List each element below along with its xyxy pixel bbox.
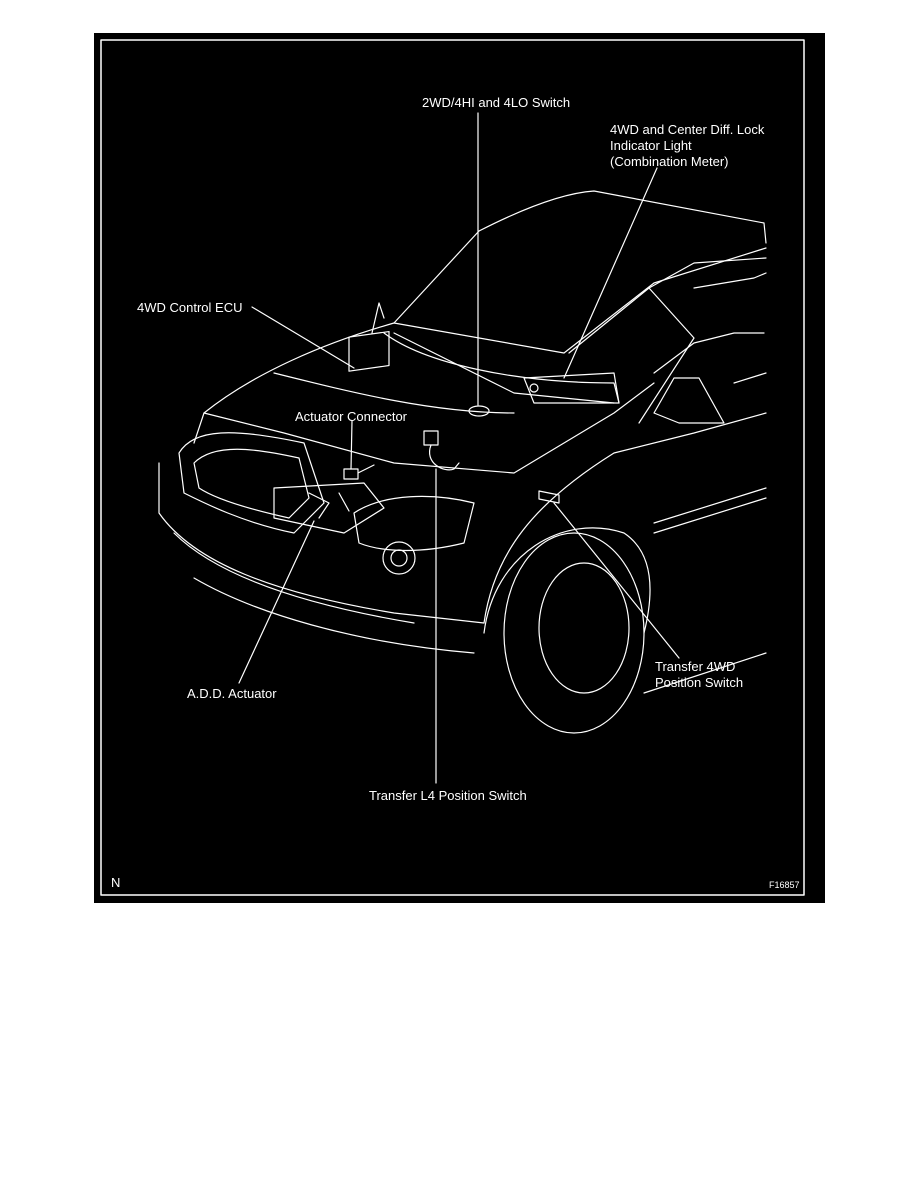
hood-outline [193, 322, 395, 444]
vehicle-illustration [100, 39, 805, 896]
mirror [371, 302, 385, 334]
indicator-light-housing [523, 372, 620, 404]
wheel-arch [483, 527, 651, 634]
door-line [733, 372, 767, 384]
fog-lamp [382, 541, 416, 575]
indicator-light [529, 383, 539, 393]
windshield-inner [568, 257, 767, 354]
bumper-valance [193, 577, 475, 654]
front-tire [503, 532, 645, 734]
leader-ecu [251, 306, 355, 369]
label-actuator-connector: Actuator Connector [295, 409, 408, 424]
fog-lamp-inner [390, 549, 408, 567]
grille-outer [178, 432, 325, 534]
switch-knob [468, 405, 490, 417]
grille-inner [193, 448, 310, 519]
actuator-connector [343, 468, 359, 480]
add-actuator-detail [308, 492, 350, 519]
leader-4wd [553, 502, 680, 659]
corner-mark: N [111, 875, 121, 890]
l4-harness [428, 444, 460, 471]
side-window [653, 272, 767, 374]
vehicle-roof [478, 190, 767, 244]
leader-connector [350, 420, 353, 470]
side-window-2 [653, 377, 725, 424]
add-actuator-body [273, 482, 385, 534]
label-add-actuator: A.D.D. Actuator [187, 686, 277, 701]
cowl [393, 332, 615, 404]
diagram-figure: 2WD/4HI and 4LO Switch 4WD and Center Di… [94, 33, 825, 903]
label-transfer-l4-position-switch: Transfer L4 Position Switch [369, 788, 527, 803]
front-rim [538, 562, 630, 694]
hood-rear-edge [383, 332, 620, 404]
front-fender [483, 412, 767, 624]
leader-indicator [563, 167, 658, 379]
label-transfer-4wd-position-switch: Transfer 4WD Position Switch [655, 659, 744, 690]
actuator-connector-wire [357, 464, 375, 474]
figure-code: F16857 [769, 880, 800, 890]
label-indicator-light: 4WD and Center Diff. Lock Indicator Ligh… [610, 122, 765, 169]
label-2wd-4hi-4lo-switch: 2WD/4HI and 4LO Switch [422, 95, 571, 110]
leader-actuator [238, 520, 315, 684]
front-bumper [158, 462, 485, 624]
l4-connector [423, 430, 439, 446]
transfer-4wd-sensor [538, 490, 560, 504]
rocker [643, 652, 767, 694]
headlight [353, 495, 475, 552]
hood-crease [273, 372, 515, 414]
windshield [393, 230, 767, 354]
label-4wd-control-ecu: 4WD Control ECU [137, 300, 243, 315]
hood-front-edge [203, 382, 655, 474]
a-pillar [638, 287, 695, 424]
inner-frame [100, 39, 805, 896]
bumper-lower [173, 532, 415, 624]
control-ecu-box [348, 330, 390, 372]
body-side-molding [653, 487, 767, 534]
